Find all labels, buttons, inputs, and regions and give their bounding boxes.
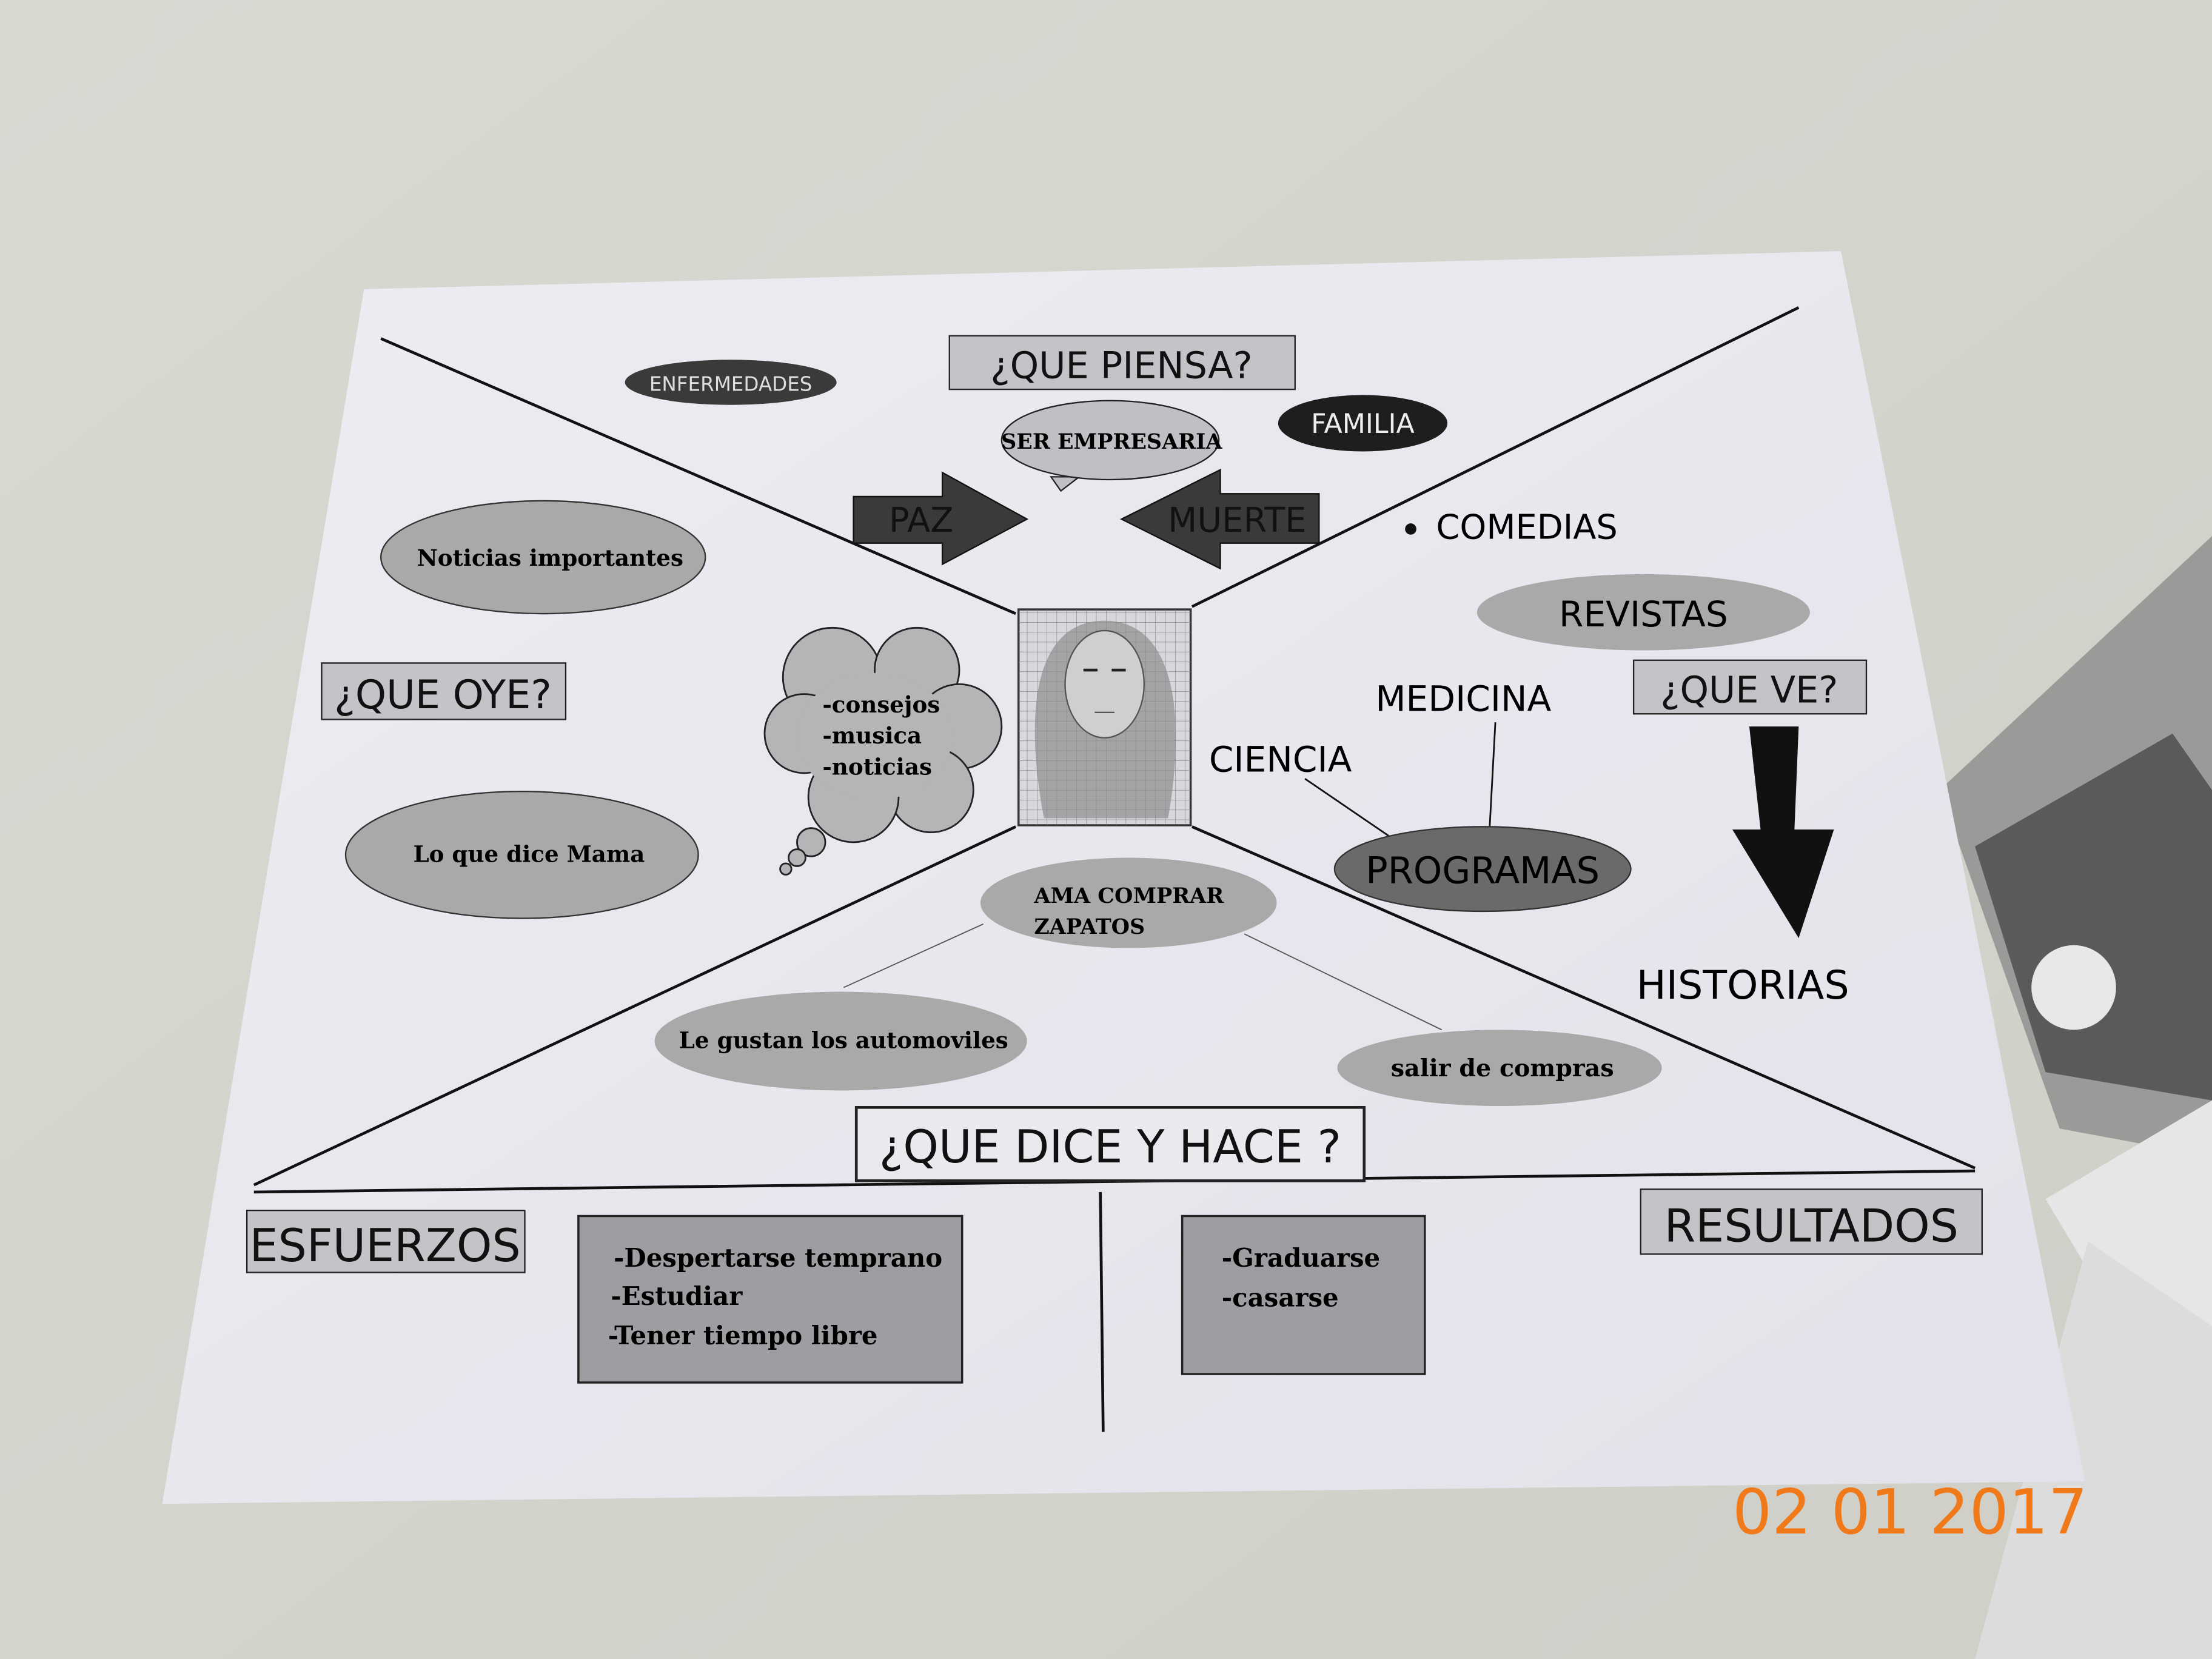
bubble-compras: salir de compras [1391, 1054, 1614, 1082]
bubble-revistas: REVISTAS [1559, 594, 1728, 635]
hear-title: ¿QUE OYE? [334, 672, 552, 718]
date-stamp: 02 01 2017 [1732, 1476, 2088, 1549]
see-title: ¿QUE VE? [1660, 669, 1838, 712]
down-arrow-icon [1732, 726, 1834, 939]
results-title: RESULTADOS [1664, 1199, 1959, 1252]
say-do-title: ¿QUE DICE Y HACE ? [879, 1121, 1341, 1173]
bubble-noticias: Noticias importantes [417, 545, 683, 571]
text-medicina: MEDICINA [1375, 679, 1551, 720]
results-items: -Graduarse -casarse [1222, 1243, 1389, 1312]
side-photos [1939, 536, 2212, 1659]
efforts-box [577, 1215, 964, 1384]
portrait-drawing [1017, 608, 1192, 826]
muerte-arrow-icon [1119, 468, 1320, 570]
cloud-items: -consejos -musica -noticias [822, 691, 948, 780]
bubble-automoviles: Le gustan los automoviles [679, 1027, 1008, 1054]
bubble-ama-comprar: AMA COMPRAR ZAPATOS [1033, 883, 1231, 939]
efforts-items: -Despertarse temprano -Estudiar -Tener t… [608, 1243, 951, 1350]
think-title: ¿QUE PIENSA? [991, 345, 1253, 387]
paz-label: PAZ [889, 501, 954, 540]
bubble-programas: PROGRAMAS [1366, 850, 1600, 892]
paz-arrow-icon [853, 471, 1029, 566]
results-box [1181, 1215, 1426, 1375]
text-ciencia: CIENCIA [1209, 739, 1352, 780]
muerte-label: MUERTE [1168, 501, 1306, 540]
text-comedias: COMEDIAS [1436, 508, 1617, 548]
efforts-title: ESFUERZOS [250, 1219, 521, 1272]
bubble-familia: FAMILIA [1311, 409, 1415, 440]
bullet-icon [1405, 523, 1416, 535]
section-titles: ¿QUE PIENSA? ¿QUE OYE? ¿QUE VE? ¿QUE DIC… [246, 335, 1983, 1273]
bubble-enfermedades: ENFERMEDADES [649, 372, 813, 395]
bubble-mama: Lo que dice Mama [413, 841, 645, 868]
bubble-ser-empresaria: SER EMPRESARIA [1001, 429, 1222, 454]
thought-cloud [763, 626, 1003, 876]
text-historias: HISTORIAS [1637, 963, 1849, 1008]
